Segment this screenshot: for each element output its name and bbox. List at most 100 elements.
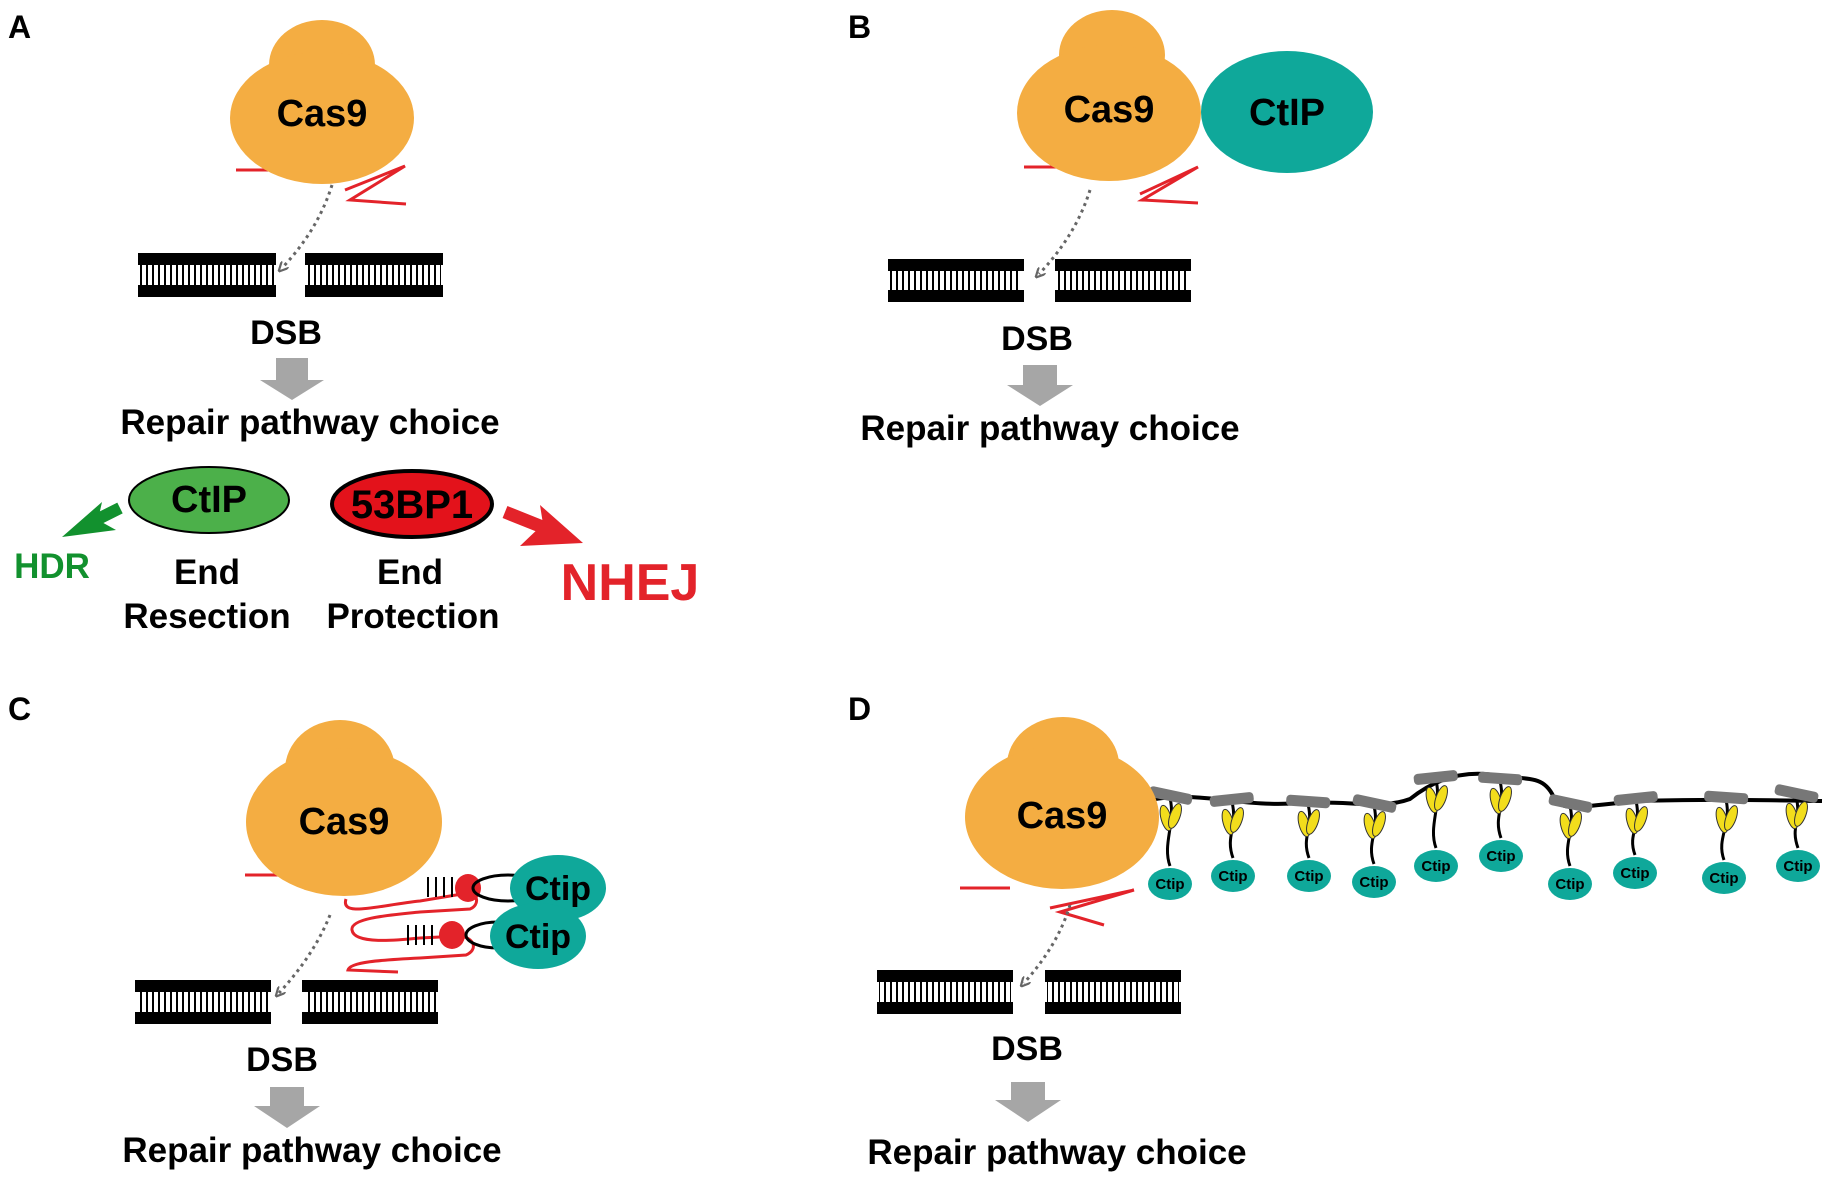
end-resection-line2: Resection: [123, 597, 290, 636]
antibody-bar: [1774, 784, 1819, 803]
suntag-unit: Ctip: [1148, 786, 1193, 900]
cas9-protein: [246, 720, 442, 896]
ctip-label: Ctip: [1555, 876, 1584, 893]
cas9-protein: [965, 717, 1159, 889]
cleavage-arrow: [1024, 904, 1072, 983]
antibody-bar: [1548, 794, 1593, 813]
ctip-protein-2: [490, 903, 586, 969]
ctip-protein: [1613, 857, 1657, 889]
ctip-label: Ctip: [1294, 868, 1323, 885]
repair-choice-label: Repair pathway choice: [120, 403, 499, 442]
ctip-protein: [1148, 868, 1192, 900]
suntag-unit: Ctip: [1774, 784, 1820, 882]
ctip-protein: [1287, 860, 1331, 892]
ctip-label: Ctip: [1359, 874, 1388, 891]
ctip-label: Ctip: [1421, 858, 1450, 875]
gray-down-arrow: [995, 1082, 1061, 1122]
repair-choice-label: Repair pathway choice: [867, 1133, 1246, 1172]
ctip-protein: [1211, 860, 1255, 892]
ctip-label: Ctip: [1218, 868, 1247, 885]
suntag-unit: Ctip: [1286, 794, 1331, 892]
cas9-label: Cas9: [299, 801, 390, 843]
antibody-bar: [1704, 790, 1749, 805]
dna-left: [877, 970, 1013, 1014]
dna-left: [135, 980, 271, 1024]
end-resection-line1: End: [174, 553, 240, 592]
panel-c: C Cas9 Ctip Ctip: [8, 691, 606, 1170]
cas9-label: Cas9: [1064, 89, 1155, 131]
ctip-label-2: Ctip: [505, 918, 571, 956]
ctip-oval-label: CtIP: [171, 479, 247, 521]
ctip-label: Ctip: [1155, 876, 1184, 893]
ctip-protein: [1548, 868, 1592, 900]
antibody-bar: [1209, 792, 1254, 807]
dna-right: [1055, 259, 1191, 302]
antibody-bar: [1352, 794, 1397, 813]
peptide-tag: [1794, 801, 1808, 827]
ctip-label: Ctip: [1486, 848, 1515, 865]
cas9-label: Cas9: [277, 93, 368, 135]
cas9-label: Cas9: [1017, 795, 1108, 837]
peptide-tag: [1634, 806, 1648, 832]
dsb-label: DSB: [250, 314, 322, 352]
end-protection-line1: End: [377, 553, 443, 592]
ctip-protein: [1414, 850, 1458, 882]
dna-right: [305, 253, 443, 297]
peptide-tag: [1168, 803, 1182, 829]
53bp1-oval: [330, 469, 494, 539]
cas9-protein: [1017, 10, 1201, 181]
suntag-unit: Ctip: [1209, 792, 1255, 892]
peptide-tag: [1434, 785, 1448, 811]
end-protection-line2: Protection: [326, 597, 499, 636]
gray-down-arrow: [254, 1087, 320, 1128]
ctip-label: Ctip: [1709, 870, 1738, 887]
peptide-tag: [1230, 807, 1244, 833]
antibody-bar: [1478, 771, 1523, 786]
ctip-label: CtIP: [1249, 92, 1325, 134]
dsb-label: DSB: [991, 1030, 1063, 1068]
repair-choice-label: Repair pathway choice: [860, 409, 1239, 448]
peptide-tag: [1568, 811, 1582, 837]
peptide-tag: [1306, 809, 1320, 835]
peptide-tag: [1498, 786, 1512, 812]
suntag-unit: Ctip: [1352, 794, 1397, 898]
rna-stem-rungs: [407, 877, 453, 945]
dna-left: [888, 259, 1024, 302]
ctip-protein: [1201, 51, 1373, 173]
cleavage-arrow: [282, 184, 334, 268]
ctip-label: Ctip: [1783, 858, 1812, 875]
ctip-oval: [128, 466, 290, 534]
dna-right: [1045, 970, 1181, 1014]
53bp1-oval-label: 53BP1: [351, 483, 473, 527]
ctip-protein: [1352, 866, 1396, 898]
panel-b: B Cas9 CtIP DSB Repair pathway choice: [848, 9, 1373, 448]
cas9-protein: [230, 20, 414, 184]
hdr-label: HDR: [14, 547, 90, 586]
antibody-bar: [1413, 770, 1458, 785]
cleavage-arrow: [279, 914, 332, 993]
suntag-unit: Ctip: [1548, 794, 1593, 900]
dsb-label: DSB: [246, 1041, 318, 1079]
sgrna-strand: [960, 886, 1135, 927]
peptide-tag: [1372, 811, 1386, 837]
panel-d-letter: D: [848, 691, 871, 727]
nhej-label: NHEJ: [561, 554, 700, 612]
panel-b-letter: B: [848, 9, 871, 45]
gray-down-arrow: [260, 358, 324, 400]
ctip-label: Ctip: [1620, 865, 1649, 882]
panel-a: A Cas9 DSB Repair pathway choice CtIP: [8, 9, 699, 636]
ctip-protein: [1776, 850, 1820, 882]
panel-c-letter: C: [8, 691, 31, 727]
peptide-tag: [1724, 805, 1738, 831]
antibody-bar: [1613, 791, 1658, 806]
antibody-bar: [1286, 794, 1331, 809]
dsb-label: DSB: [1001, 320, 1073, 358]
gray-down-arrow: [1007, 365, 1073, 406]
ctip-protein: [1479, 840, 1523, 872]
dna-right: [302, 980, 438, 1024]
antibody-bar: [1148, 786, 1193, 805]
panel-a-letter: A: [8, 9, 31, 45]
